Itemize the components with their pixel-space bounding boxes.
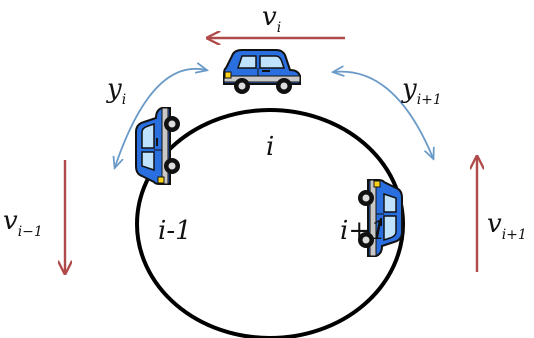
gap-arrow-right — [334, 72, 433, 158]
gap-label-right: yi+1 — [401, 74, 442, 108]
car-top — [223, 49, 301, 95]
track-label: i — [266, 132, 274, 162]
ring-road — [135, 108, 405, 338]
left-track-label: i-1 — [158, 216, 192, 246]
gap-arrow-left — [115, 69, 206, 167]
right-track-label: i+1 — [340, 216, 387, 246]
velocity-label-top: vi — [262, 2, 281, 36]
velocity-label-left: vi−1 — [3, 206, 43, 240]
velocity-label-right: vi+1 — [487, 209, 527, 243]
gap-label-left: yi — [106, 74, 126, 108]
